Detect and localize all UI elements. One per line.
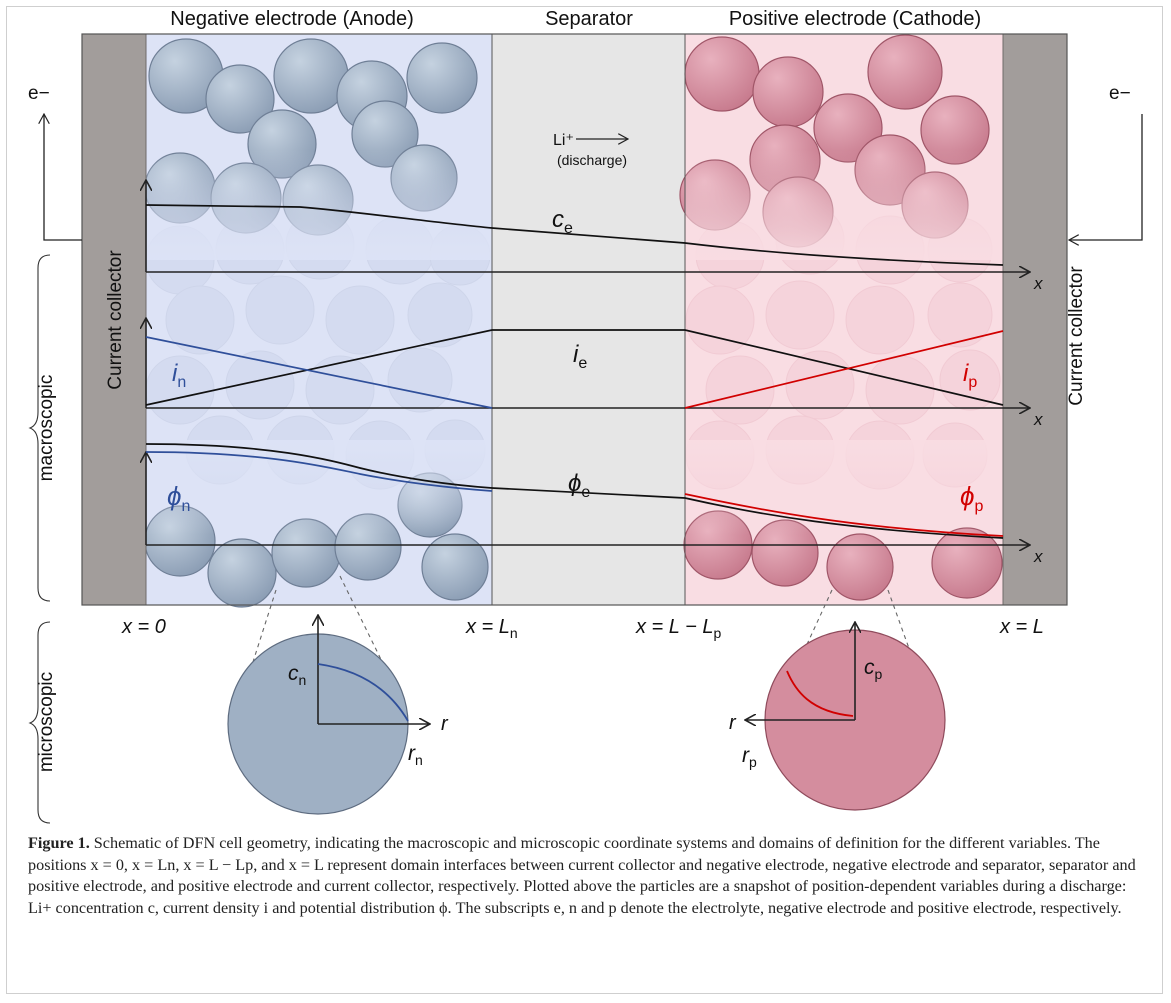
- in-curve: [145, 336, 493, 409]
- left-electron-path: [44, 114, 82, 241]
- anode-particle: [205, 64, 275, 134]
- figure-frame: [6, 6, 1163, 994]
- ie-label: ie: [573, 341, 587, 372]
- cathode-particle: [752, 56, 824, 128]
- ce-curve: [145, 204, 1004, 266]
- separator-region: [492, 34, 685, 605]
- phi-p-label: ϕp: [960, 481, 983, 515]
- anode-particle: [406, 42, 478, 114]
- cathode-particle: [931, 527, 1003, 599]
- figure-caption: Figure 1. Schematic of DFN cell geometry…: [28, 833, 1143, 919]
- caption-text: Schematic of DFN cell geometry, indicati…: [28, 834, 1136, 917]
- dfn-cell-diagram: Current collector Current collector Nega…: [28, 8, 1143, 824]
- phi-e-label: ϕe: [568, 470, 590, 501]
- cn-curve: [317, 663, 409, 722]
- li-ion-label: Li⁺: [553, 132, 574, 149]
- phi-n-label: ϕn: [167, 481, 190, 515]
- pos-xLn: x = Ln: [465, 616, 518, 641]
- anode-particle: [207, 538, 277, 608]
- anode-zoom-line-left: [243, 589, 277, 691]
- anode-particle: [421, 533, 489, 601]
- microscopic-bracket: [28, 621, 51, 824]
- caption-label: Figure 1.: [28, 834, 90, 852]
- ip-label: ip: [963, 360, 977, 391]
- anode-r-axis-label: r: [441, 713, 449, 735]
- pos-x0: x = 0: [121, 616, 166, 638]
- pos-xL: x = L: [999, 616, 1044, 638]
- cp-label: cp: [864, 656, 883, 682]
- rp-label: rp: [742, 744, 757, 770]
- cathode-title: Positive electrode (Cathode): [729, 8, 981, 30]
- x-axis-label-1: x: [1033, 274, 1043, 293]
- cathode-particle: [867, 34, 943, 110]
- cathode-particle: [684, 36, 760, 112]
- cell-outline: [81, 33, 1068, 606]
- discharge-label: (discharge): [557, 152, 627, 168]
- ip-curve: [684, 330, 1004, 409]
- x-axis-label-2: x: [1033, 410, 1043, 429]
- ce-label: ce: [552, 206, 573, 237]
- macroscopic-label: macroscopic: [36, 375, 57, 482]
- separator-title: Separator: [545, 8, 633, 30]
- anode-title: Negative electrode (Anode): [170, 8, 413, 30]
- cn-label: cn: [288, 662, 306, 688]
- cathode-r-axis-label: r: [729, 712, 737, 734]
- right-collector-label: Current collector: [1066, 266, 1087, 406]
- ie-curve: [145, 329, 1004, 406]
- cathode-particle: [826, 533, 894, 601]
- macroscopic-bracket: [28, 254, 51, 602]
- microscopic-label: microscopic: [36, 672, 57, 772]
- right-electron-label: e−: [1109, 83, 1131, 104]
- pos-xLLp: x = L − Lp: [635, 616, 721, 641]
- cp-curve: [786, 670, 854, 717]
- right-electron-path: [1069, 114, 1143, 240]
- in-label: in: [172, 360, 186, 391]
- phi-e-curve: [145, 443, 1004, 539]
- left-electron-label: e−: [28, 83, 50, 104]
- phi-n-curve: [145, 451, 493, 492]
- right-current-collector: [1002, 33, 1068, 606]
- x-axis-label-3: x: [1033, 547, 1043, 566]
- rn-label: rn: [408, 742, 423, 768]
- left-collector-label: Current collector: [105, 250, 126, 390]
- phi-p-curve: [684, 493, 1004, 537]
